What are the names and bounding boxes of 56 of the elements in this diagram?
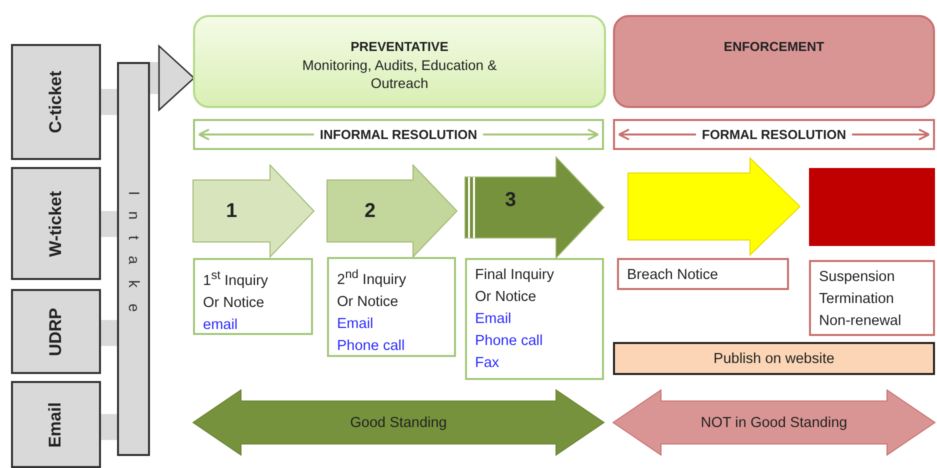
source-label: UDRP xyxy=(46,307,66,356)
phase-box xyxy=(193,15,606,108)
notice-label: 2$^{nd}$ Inquiry Or Notice xyxy=(337,266,408,312)
source-label: W-ticket xyxy=(46,190,66,256)
standing-label: NOT in Good Standing xyxy=(700,414,848,430)
resolution-label: FORMAL RESOLUTION xyxy=(696,127,852,142)
intake-arrow xyxy=(148,45,195,111)
source-box xyxy=(11,381,101,468)
phase-title: PREVENTATIVE xyxy=(350,39,448,54)
intake-bar xyxy=(117,62,150,456)
channel-label: Fax xyxy=(475,354,500,373)
source-box xyxy=(11,44,101,160)
notice-label: Final Inquiry Or Notice xyxy=(475,266,555,307)
phase-description: Monitoring, Audits, Education & Outreach xyxy=(301,56,498,92)
resolution-label: INFORMAL RESOLUTION xyxy=(314,127,484,142)
step-number: 2 xyxy=(363,200,377,222)
outcome-box xyxy=(809,260,935,336)
channel-label: Email xyxy=(475,310,512,329)
channel-label: Phone call xyxy=(337,336,406,356)
source-label: Email xyxy=(46,402,66,448)
outcome-box xyxy=(465,258,604,380)
process-step xyxy=(193,165,314,257)
outcome-item: Suspension xyxy=(819,268,896,287)
channel-label: Email xyxy=(337,314,374,334)
process-step xyxy=(327,165,457,257)
notice-label: 1$^{st}$ Inquiry Or Notice xyxy=(203,267,270,313)
step-number: 3 xyxy=(504,189,518,212)
source-label: C-ticket xyxy=(46,70,66,134)
connector xyxy=(99,211,119,237)
notice-label: Breach Notice xyxy=(627,266,720,285)
process-step xyxy=(628,158,800,255)
connector xyxy=(99,320,119,346)
outcome-box xyxy=(327,257,456,357)
outcome-box xyxy=(617,258,789,290)
connector xyxy=(99,414,119,440)
standing-arrow xyxy=(613,390,935,455)
source-box xyxy=(11,167,101,280)
phase-box xyxy=(613,15,935,108)
penalty-box xyxy=(809,168,935,246)
intake-label: Intake xyxy=(125,190,142,328)
step-number: 1 xyxy=(224,200,238,222)
standing-arrow xyxy=(193,390,604,455)
channel-label: Phone call xyxy=(475,332,544,351)
resolution-band xyxy=(613,119,935,150)
outcome-item: Non-renewal xyxy=(819,312,902,331)
action-bar xyxy=(613,342,935,375)
process-step xyxy=(465,157,604,258)
phase-title: ENFORCEMENT xyxy=(724,39,824,54)
outcome-box xyxy=(193,258,313,335)
standing-label: Good Standing xyxy=(350,414,447,430)
channel-label: email xyxy=(203,316,239,335)
outcome-item: Termination xyxy=(819,290,895,309)
action-label: Publish on website xyxy=(714,350,834,366)
connector xyxy=(99,89,119,115)
source-box xyxy=(11,289,101,374)
resolution-band xyxy=(193,119,604,150)
